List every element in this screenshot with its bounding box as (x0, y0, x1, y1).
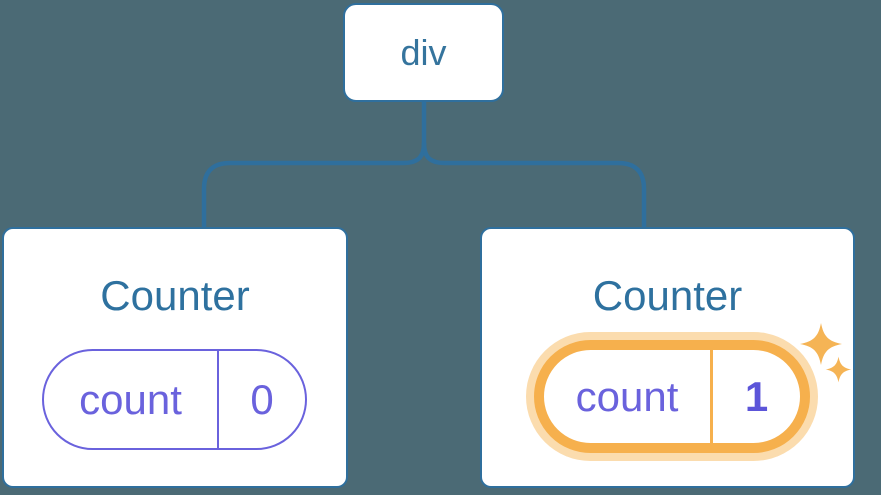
state-value: 1 (744, 372, 769, 420)
component-node-counter-left: Counter count 0 (2, 227, 348, 488)
root-node-div: div (343, 3, 504, 102)
state-value: 0 (250, 375, 274, 423)
root-node-label: div (400, 31, 447, 73)
component-title: Counter (100, 272, 250, 319)
state-pill: count 0 (42, 349, 307, 450)
sparkle-icon (800, 323, 842, 365)
sparkle-icon (825, 356, 852, 383)
pill-divider (217, 351, 219, 448)
state-pill-highlighted: count 1 (534, 340, 810, 453)
state-key-label: count (79, 375, 182, 423)
component-title: Counter (592, 272, 743, 319)
state-key-label: count (575, 372, 679, 420)
pill-divider (710, 350, 713, 443)
component-node-counter-right: Counter count 1 (480, 227, 855, 488)
